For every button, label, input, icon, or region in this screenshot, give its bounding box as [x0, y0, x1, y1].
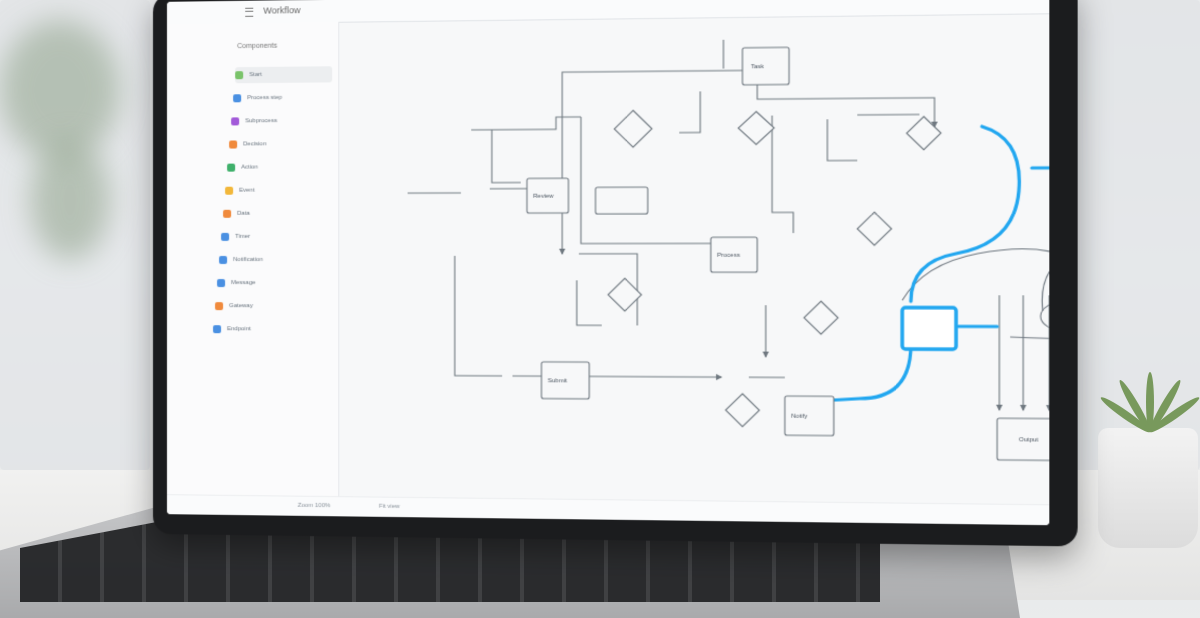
process-node-center [711, 237, 757, 272]
sidebar-item-label: Endpoint [227, 326, 251, 333]
decision-diamond [738, 111, 774, 144]
node-label: Process [717, 253, 740, 259]
component-color-icon [231, 117, 240, 126]
workflow-diagram: Task Review Process Submit Notify Output [338, 13, 1049, 504]
sidebar-item[interactable]: Message [217, 275, 304, 291]
sidebar-item[interactable]: Start [235, 66, 333, 84]
process-node-top [742, 47, 789, 85]
sidebar-item-label: Subprocess [245, 118, 278, 125]
highlighted-nodes [902, 149, 1049, 350]
node-label: Notify [791, 414, 807, 420]
sidebar-item[interactable]: Process step [233, 90, 320, 107]
node-labels: Task Review Process Submit Notify Output [533, 64, 1039, 444]
sidebar-item-label: Data [237, 210, 250, 217]
decision-diamond [614, 110, 652, 147]
component-color-icon [215, 302, 224, 311]
component-color-icon [235, 71, 244, 80]
node-label: Task [751, 64, 764, 70]
sidebar-item[interactable]: Decision [229, 136, 316, 153]
app-title: Workflow [263, 5, 301, 16]
component-color-icon [229, 140, 238, 149]
node-label: Review [533, 194, 554, 200]
decision-diamond [907, 116, 941, 149]
process-node-small [596, 187, 648, 214]
process-node-left [527, 178, 568, 213]
sidebar-item[interactable]: Timer [221, 229, 308, 245]
sidebar-item-label: Start [249, 71, 262, 79]
highlight-node-lower [902, 308, 956, 350]
background-plant [0, 20, 120, 160]
workflow-canvas[interactable]: Task Review Process Submit Notify Output [338, 13, 1049, 504]
loop-shape [1010, 249, 1049, 338]
fit-view-label[interactable]: Fit view [378, 503, 400, 510]
sidebar-item-label: Gateway [229, 303, 253, 310]
decision-diamond [726, 394, 760, 427]
sidebar-item-label: Action [241, 164, 258, 171]
connectors [408, 35, 1050, 411]
sidebar-item[interactable]: Notification [219, 252, 306, 268]
sidebar-item-label: Event [239, 187, 255, 194]
decision-diamond [804, 301, 838, 334]
decision-nodes [608, 108, 941, 428]
decision-diamond [608, 278, 641, 311]
sidebar-item[interactable]: Event [225, 182, 312, 198]
background-plant-2 [30, 140, 110, 260]
zoom-label[interactable]: Zoom 100% [297, 502, 331, 510]
process-nodes [527, 44, 1050, 460]
sidebar-item-label: Timer [235, 233, 251, 240]
component-color-icon [219, 255, 228, 264]
node-label: Submit [548, 378, 568, 384]
sidebar-item[interactable]: Data [223, 206, 310, 222]
sidebar-item-label: Notification [233, 256, 264, 263]
component-color-icon [227, 163, 236, 172]
plant-leaf [1146, 372, 1154, 432]
decision-diamond [857, 212, 891, 245]
sidebar-item-label: Process step [247, 94, 283, 102]
process-node-bottom [785, 396, 834, 436]
sidebar-heading: Components [237, 42, 278, 51]
plant-pot [1098, 428, 1198, 548]
component-color-icon [223, 209, 232, 218]
sidebar-item-label: Message [231, 280, 256, 287]
component-color-icon [225, 186, 234, 195]
sidebar-item[interactable]: Gateway [215, 298, 302, 314]
sidebar-item[interactable]: Endpoint [213, 321, 300, 337]
hamburger-menu-icon[interactable] [245, 7, 254, 17]
component-color-icon [217, 279, 226, 288]
sidebar-item-label: Decision [243, 141, 267, 148]
process-node-bottom-left [541, 362, 589, 399]
process-node-right-bottom [997, 418, 1050, 460]
sidebar-item[interactable]: Subprocess [231, 113, 318, 130]
component-color-icon [213, 325, 222, 334]
component-color-icon [221, 232, 230, 241]
highlighted-path [827, 126, 1049, 402]
component-color-icon [233, 94, 242, 103]
sidebar-item[interactable]: Action [227, 159, 314, 176]
node-label: Output [1019, 437, 1039, 443]
